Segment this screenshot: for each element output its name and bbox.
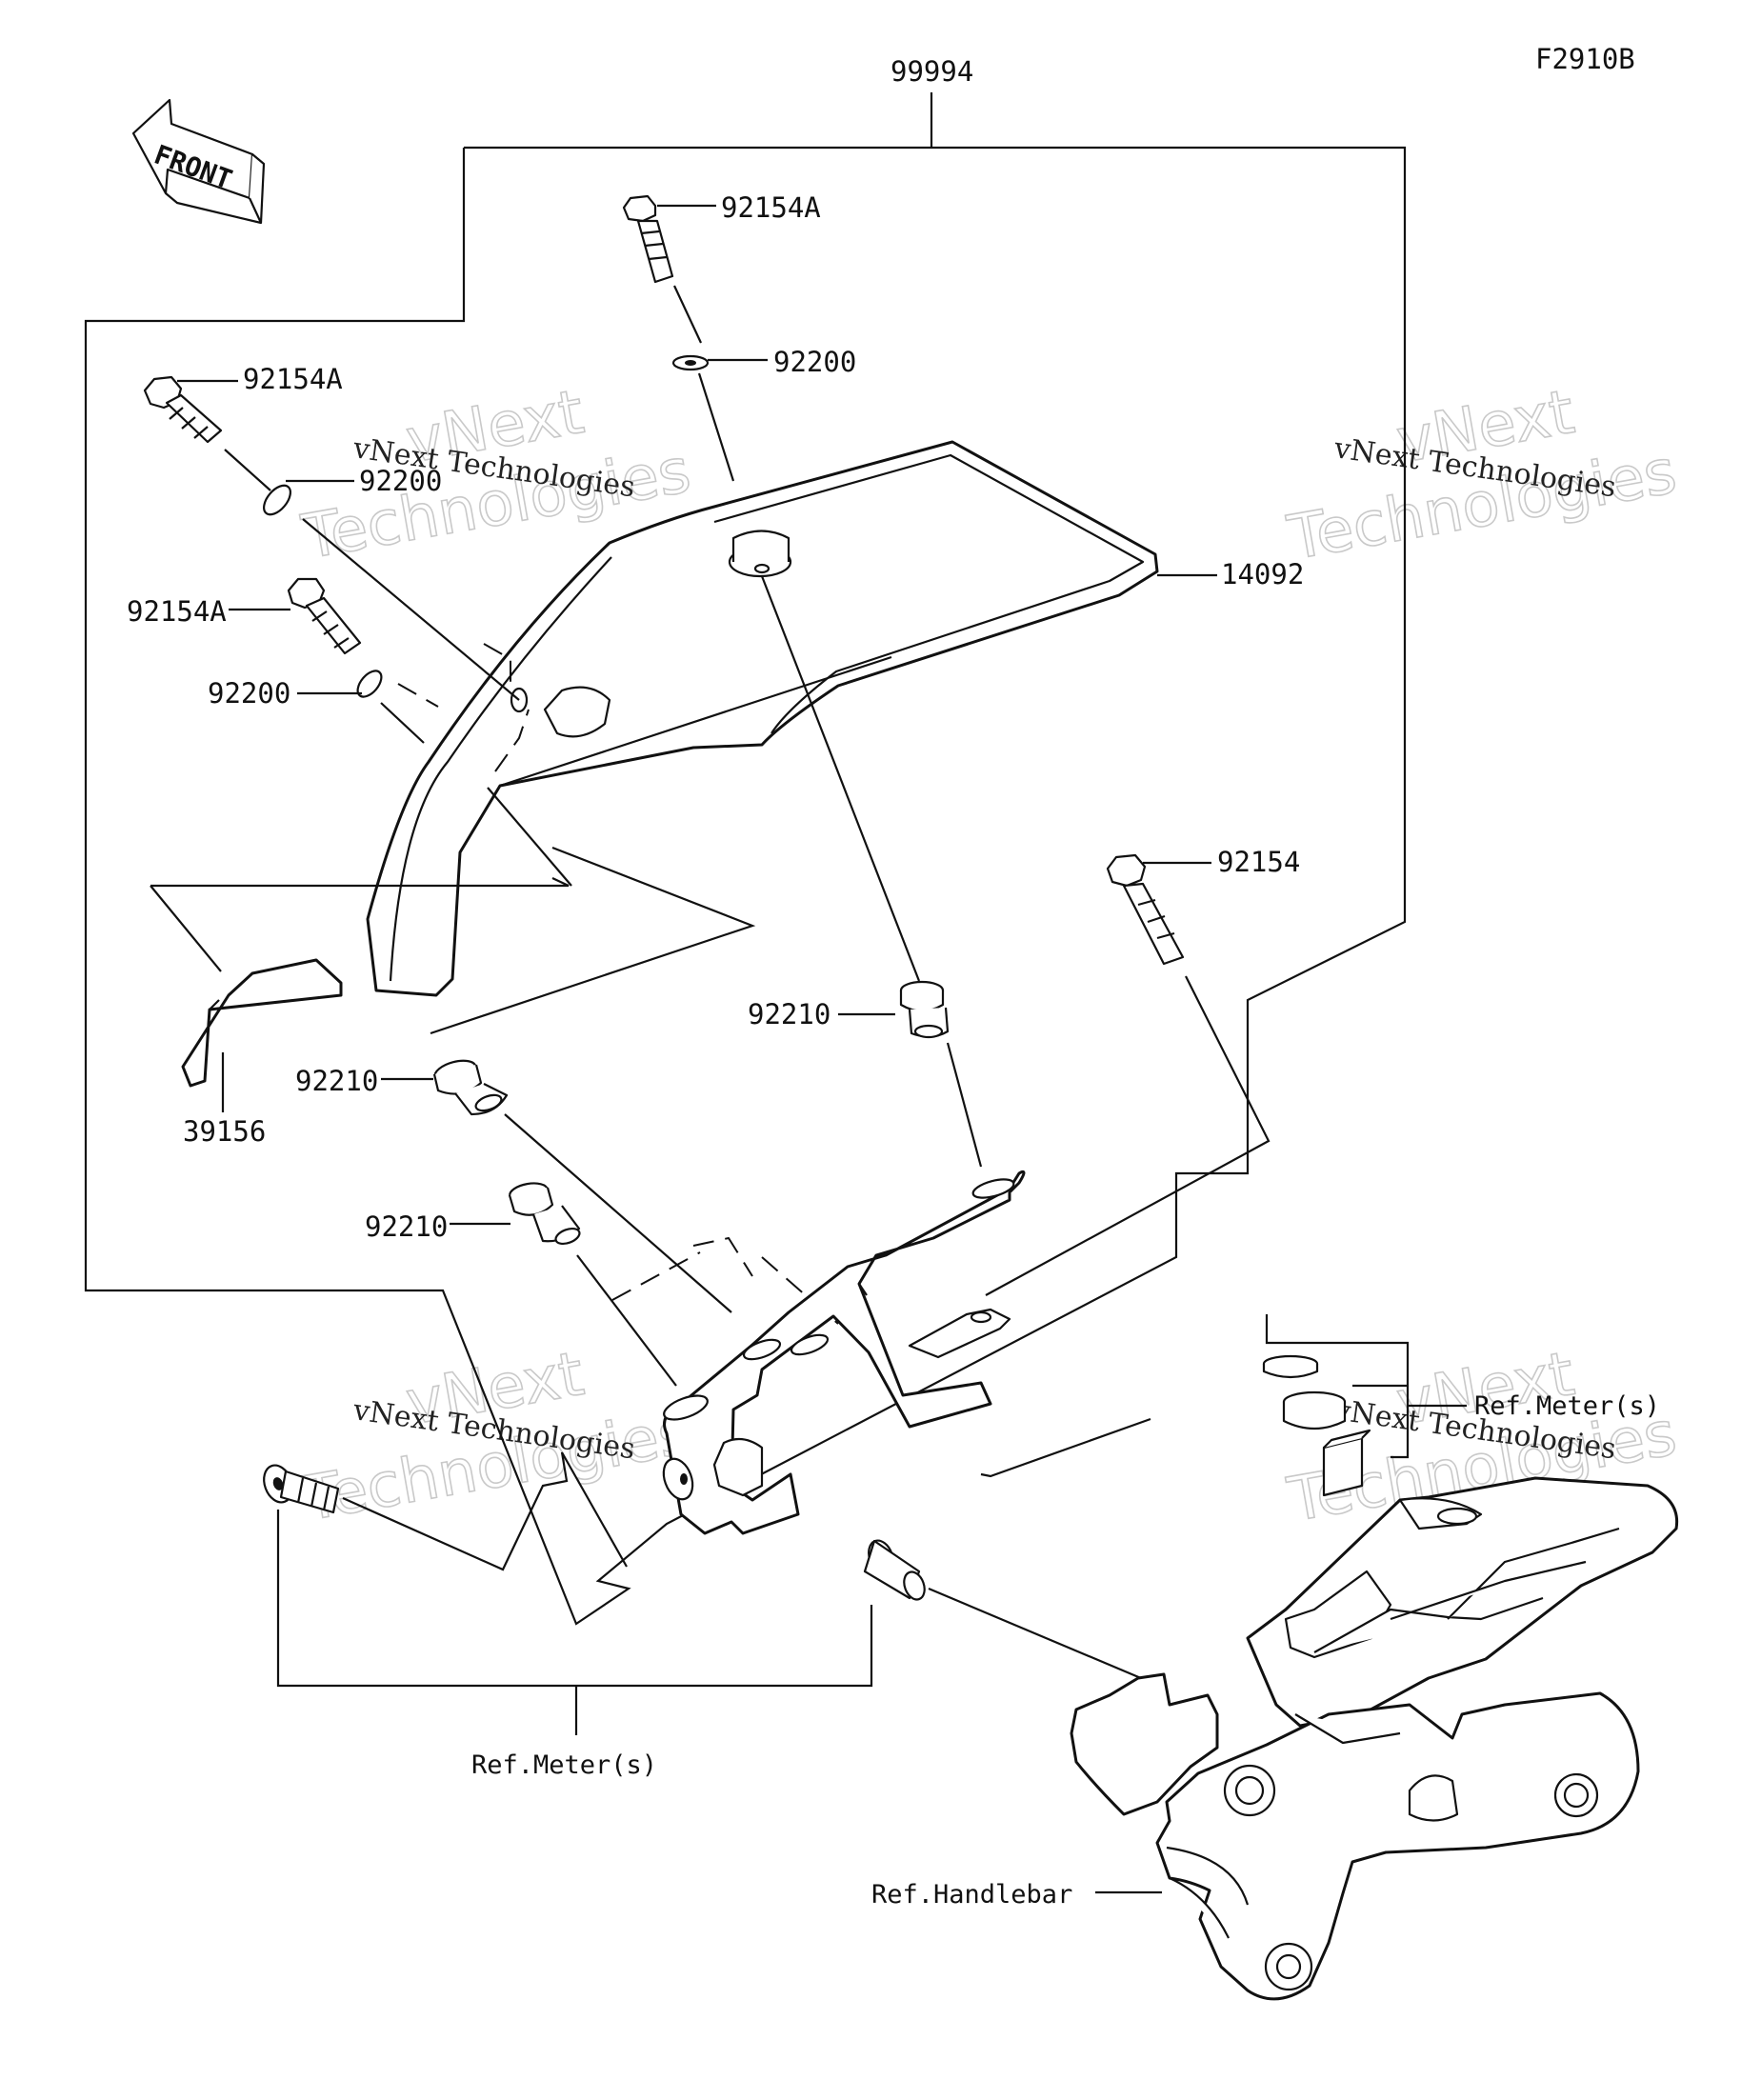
label-ref-meter-right: Ref.Meter(s) (1474, 1391, 1660, 1421)
assembly-number: 99994 (891, 55, 973, 88)
ref-meter-bottom-bracket: Ref.Meter(s) (276, 1510, 873, 1780)
washer-92200-top: 92200 (671, 346, 856, 482)
label-92154A-left-upper: 92154A (243, 363, 343, 395)
washer-92200-left-lower: 92200 (208, 670, 425, 744)
label-92200-left-lower: 92200 (208, 677, 290, 710)
meter-collar-bottom (863, 1539, 1149, 1683)
bolt-92154A-top: 92154A (622, 191, 821, 344)
label-92210-left: 92210 (295, 1065, 378, 1097)
handlebar-clamp: Ref.Handlebar (871, 1672, 1640, 2001)
windshield-part: 14092 (366, 440, 1304, 997)
bolt-92154A-left-lower: 92154A (127, 577, 362, 655)
label-92200-left-upper: 92200 (359, 465, 442, 497)
meter-spacers-right: Ref.Meter(s) (1262, 1314, 1660, 1497)
front-arrow-icon: FRONT (131, 98, 266, 225)
figure-id: F2910B (1535, 43, 1635, 75)
label-14092: 14092 (1221, 558, 1304, 590)
watermark-top-right: vNext Technologies vNext Technologies (1282, 376, 1682, 575)
label-39156: 39156 (183, 1115, 266, 1148)
assembly-boundary (84, 146, 1407, 1626)
bolt-92154A-left-upper: 92154A (143, 363, 343, 491)
label-92200-top: 92200 (773, 346, 856, 378)
label-92154A-left-lower: 92154A (127, 595, 227, 628)
label-92154A-top: 92154A (721, 191, 821, 224)
alignment-guides-upper (150, 643, 756, 1035)
label-ref-handlebar: Ref.Handlebar (871, 1880, 1072, 1910)
grommet-92210-left: 92210 (295, 1059, 732, 1313)
label-92210-lower: 92210 (365, 1210, 448, 1243)
meter-screw-bottom (263, 1451, 628, 1571)
grommet-92210-right: 92210 (748, 575, 983, 1168)
meter-housing (1246, 1476, 1679, 1728)
mounting-bracket (662, 1170, 1151, 1535)
label-ref-meter-bottom: Ref.Meter(s) (471, 1750, 657, 1780)
bolt-92154-right: 92154 (985, 846, 1300, 1296)
label-92210-right: 92210 (748, 998, 830, 1030)
watermark-bottom-left: vNext Technologies vNext Technologies (296, 1338, 696, 1536)
pad-39156: 39156 (181, 958, 343, 1148)
watermark-top-left: vNext Technologies vNext Technologies (296, 376, 696, 574)
washer-92200-left-upper: 92200 (263, 465, 520, 701)
label-92154: 92154 (1217, 846, 1300, 878)
grommet-92210-lower: 92210 (365, 1182, 677, 1387)
